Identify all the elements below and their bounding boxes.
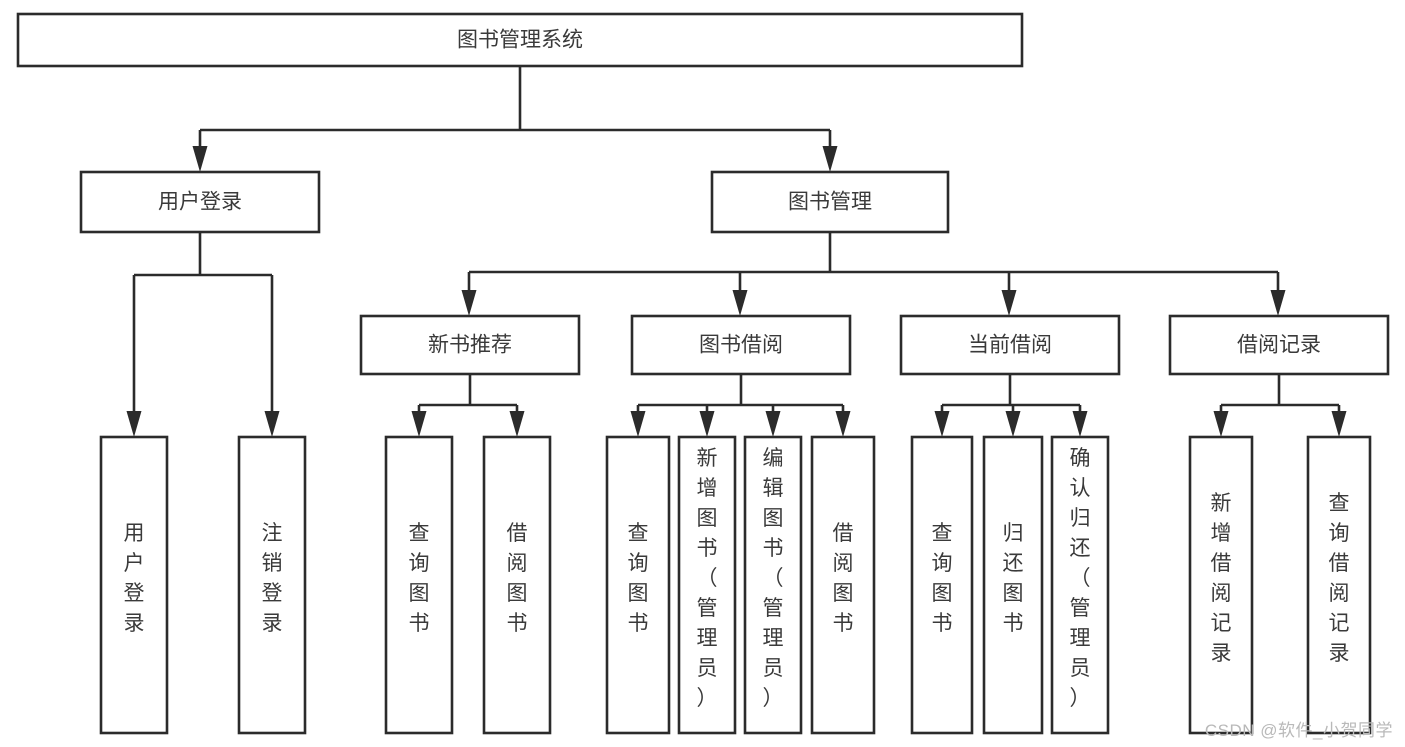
node-leaf-9[interactable]: 归还图书: [982, 435, 1044, 735]
arrow-leaf-7: [765, 411, 781, 437]
node-label: 当前借阅: [968, 334, 1052, 357]
arrow-to-record: [1270, 290, 1286, 316]
arrow-leaf-3: [411, 411, 427, 437]
node-box: [810, 435, 876, 735]
arrow-to-newbook: [461, 290, 477, 316]
node-label: 新书推荐: [428, 334, 512, 357]
node-label: 图书借阅: [699, 334, 783, 357]
node-box: [1188, 435, 1254, 735]
node-leaf-6[interactable]: 编辑图书（管理员）: [743, 435, 803, 735]
arrow-to-bookmgmt: [822, 146, 838, 172]
node-layer: 图书管理系统用户登录图书管理新书推荐图书借阅当前借阅借阅记录用户登录注销登录查询…: [16, 12, 1390, 735]
node-label: 查询图书: [409, 522, 430, 635]
node-label: 图书管理系统: [457, 29, 583, 52]
node-box: [899, 314, 1121, 376]
arrow-head-layer: [126, 146, 1347, 437]
node-box: [1306, 435, 1372, 735]
node-leaf-4[interactable]: 查询图书: [605, 435, 671, 735]
node-leaf-8[interactable]: 查询图书: [910, 435, 974, 735]
node-label: 图书管理: [788, 191, 872, 214]
arrow-leaf-8: [835, 411, 851, 437]
node-level2-用户登录[interactable]: 用户登录: [79, 170, 321, 234]
arrow-to-borrow: [732, 290, 748, 316]
node-level3-当前借阅[interactable]: 当前借阅: [899, 314, 1121, 376]
arrow-leaf-10: [1005, 411, 1021, 437]
node-label: 借阅图书: [833, 522, 854, 635]
node-label: 注销登录: [262, 522, 283, 635]
node-box: [677, 435, 737, 735]
node-label: 确认归还（管理员）: [1070, 447, 1091, 710]
arrow-leaf-11: [1072, 411, 1088, 437]
node-leaf-0[interactable]: 用户登录: [99, 435, 169, 735]
node-level3-图书借阅[interactable]: 图书借阅: [630, 314, 852, 376]
arrow-leaf-1: [126, 411, 142, 437]
node-label: 查询图书: [932, 522, 953, 635]
node-leaf-11[interactable]: 新增借阅记录: [1188, 435, 1254, 735]
arrow-leaf-12: [1213, 411, 1229, 437]
arrow-leaf-5: [630, 411, 646, 437]
node-box: [79, 170, 321, 234]
node-label: 借阅图书: [507, 522, 528, 635]
node-level3-借阅记录[interactable]: 借阅记录: [1168, 314, 1390, 376]
node-box: [605, 435, 671, 735]
node-label: 查询图书: [628, 522, 649, 635]
node-box: [99, 435, 169, 735]
node-label: 用户登录: [124, 522, 145, 635]
node-leaf-3[interactable]: 借阅图书: [482, 435, 552, 735]
node-label: 查询借阅记录: [1329, 492, 1350, 665]
node-box: [982, 435, 1044, 735]
arrow-leaf-2: [264, 411, 280, 437]
node-label: 新增借阅记录: [1211, 492, 1232, 665]
node-box: [1168, 314, 1390, 376]
csdn-watermark: CSDN @软件_小贺同学: [1204, 721, 1393, 740]
node-leaf-2[interactable]: 查询图书: [384, 435, 454, 735]
node-leaf-5[interactable]: 新增图书（管理员）: [677, 435, 737, 735]
arrow-leaf-13: [1331, 411, 1347, 437]
node-box: [1050, 435, 1110, 735]
node-label: 编辑图书（管理员）: [763, 447, 784, 710]
node-level2-图书管理[interactable]: 图书管理: [710, 170, 950, 234]
arrow-to-current: [1001, 290, 1017, 316]
node-box: [384, 435, 454, 735]
arrow-leaf-4: [509, 411, 525, 437]
node-box: [743, 435, 803, 735]
arrow-leaf-9: [934, 411, 950, 437]
arrow-to-login: [192, 146, 208, 172]
node-leaf-10[interactable]: 确认归还（管理员）: [1050, 435, 1110, 735]
node-leaf-1[interactable]: 注销登录: [237, 435, 307, 735]
arrow-leaf-6: [699, 411, 715, 437]
node-label: 新增图书（管理员）: [697, 447, 718, 710]
node-level3-新书推荐[interactable]: 新书推荐: [359, 314, 581, 376]
node-label: 归还图书: [1003, 522, 1024, 635]
node-box: [359, 314, 581, 376]
node-box: [482, 435, 552, 735]
node-label: 用户登录: [158, 191, 242, 214]
node-box: [237, 435, 307, 735]
node-box: [910, 435, 974, 735]
node-leaf-7[interactable]: 借阅图书: [810, 435, 876, 735]
node-root-图书管理系统[interactable]: 图书管理系统: [16, 12, 1024, 68]
node-box: [630, 314, 852, 376]
node-label: 借阅记录: [1237, 334, 1321, 357]
node-box: [710, 170, 950, 234]
node-box: [16, 12, 1024, 68]
node-leaf-12[interactable]: 查询借阅记录: [1306, 435, 1372, 735]
